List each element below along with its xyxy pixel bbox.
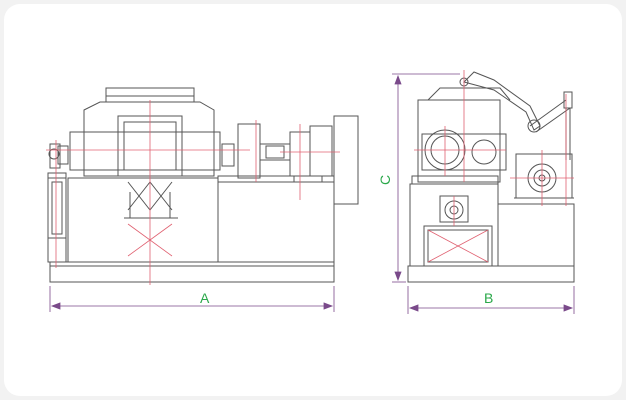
side-view xyxy=(407,71,575,283)
side-crate xyxy=(423,225,493,267)
drawing-card xyxy=(4,4,622,396)
side-motor-cabinet xyxy=(497,203,575,267)
side-upper-housing xyxy=(417,99,501,183)
dimension-b-label: B xyxy=(484,290,494,306)
front-top-hopper xyxy=(105,87,195,103)
side-base-plate xyxy=(407,265,575,283)
dimension-c-label: C xyxy=(377,174,393,185)
front-left-column xyxy=(47,177,67,263)
front-motor-cover xyxy=(333,115,359,205)
dimension-lines xyxy=(49,73,575,314)
front-base-plate xyxy=(49,261,335,283)
centerlines xyxy=(46,70,574,285)
front-coupling xyxy=(237,123,261,179)
front-drum xyxy=(69,131,221,171)
dimension-a-label: A xyxy=(200,290,210,306)
front-view xyxy=(47,87,359,283)
front-right-stand xyxy=(217,175,335,263)
